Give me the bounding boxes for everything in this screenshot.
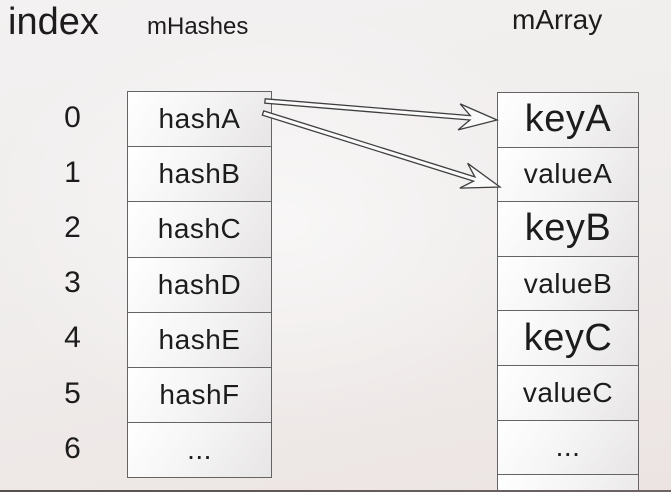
mhashes-cell-2: hashC [127,201,272,258]
index-value: 5 [64,376,81,410]
mhashes-cell-5: hashF [127,366,272,424]
marray-cell-ellipsis: ... [497,419,639,476]
marray-cell-4: keyC [497,310,639,366]
marray-column-label: mArray [512,4,603,35]
mhashes-cell-0: hashA [127,91,272,148]
index-column: 0 1 2 3 4 5 6 [45,90,100,476]
arrow-hasha-to-keya [264,98,499,131]
mhashes-column-label: mHashes [147,13,249,40]
mhashes-cell-1: hashB [127,146,272,203]
mhashes-cell-ellipsis: ... [127,422,272,479]
index-value: 6 [64,431,81,465]
index-value: 3 [64,266,81,300]
index-value: 2 [64,210,81,244]
mhashes-array: hashA hashB hashC hashD hashE hashF ... [127,91,272,479]
slide-bottom-edge [0,490,671,492]
mhashes-cell-3: hashD [127,256,272,313]
marray-cell-partial [497,474,639,492]
index-value: 1 [64,155,81,189]
marray-cell-2: keyB [497,201,639,257]
marray-cell-3: valueB [497,255,639,312]
index-value: 0 [64,100,81,134]
mhashes-cell-4: hashE [127,311,272,368]
index-column-label: index [8,1,99,43]
marray-cell-5: valueC [497,364,639,421]
marray-array: keyA valueA keyB valueB keyC valueC ... [497,92,639,492]
arrow-hasha-to-valuea [261,110,502,189]
index-value: 4 [64,321,81,355]
marray-cell-1: valueA [497,146,639,203]
marray-cell-0: keyA [497,92,639,148]
